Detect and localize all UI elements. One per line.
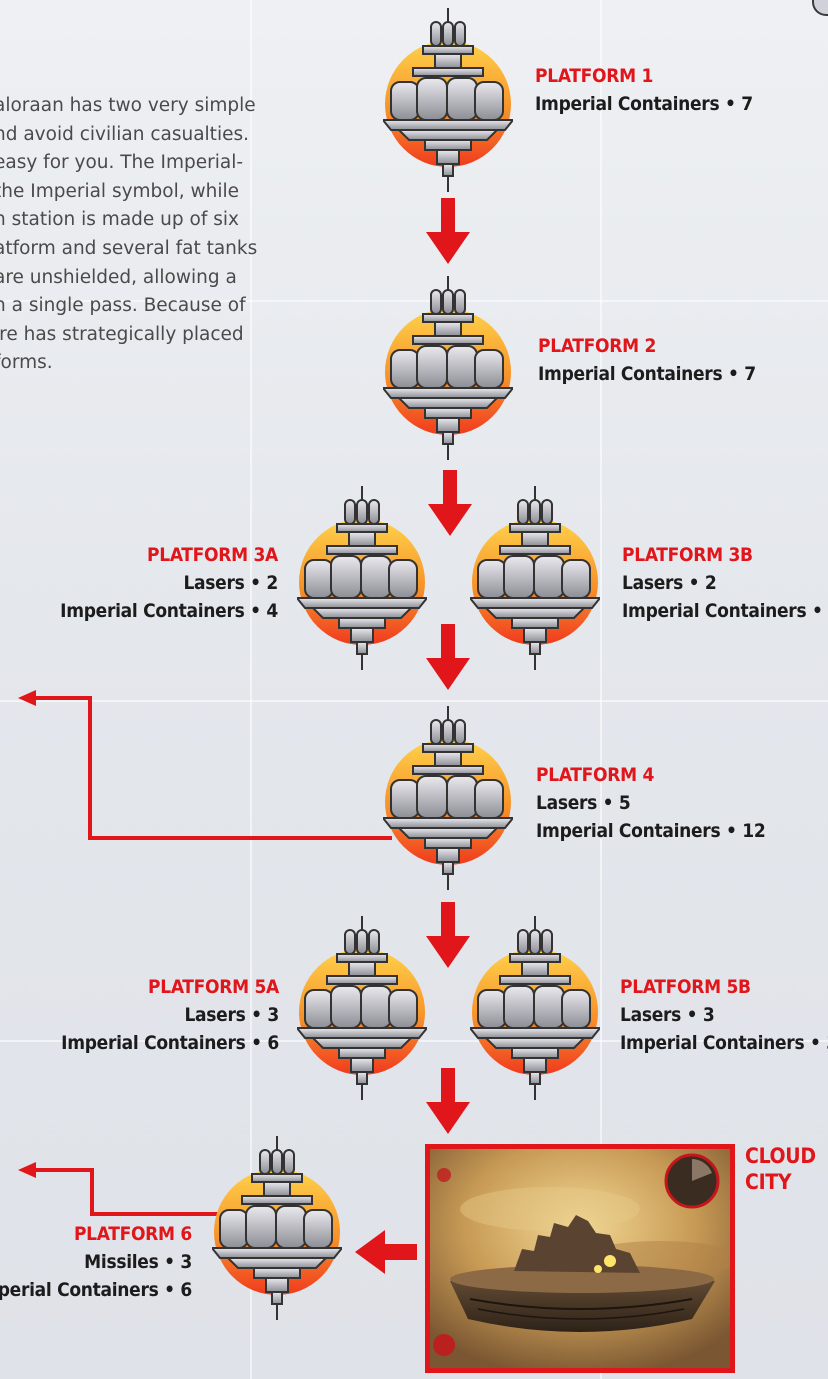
platform-5a-icon [297,916,427,1101]
platform-stat: Imperial Containers • 7 [535,93,753,115]
platform-title: PLATFORM 6 [73,1223,192,1245]
page-corner [812,0,828,16]
platform-title: PLATFORM 5A [148,976,279,998]
down-arrow-icon [426,198,470,264]
cloud-city-title: CITY [745,1170,792,1194]
platform-3b-icon [470,486,600,671]
intro-line: atform and several fat tanks [0,237,258,259]
platform-stat: Imperial Containers • 6 [61,1032,279,1054]
platform-5b-icon [470,916,600,1101]
platform-3a-icon [297,486,427,671]
platform-stat: Lasers • 2 [622,572,717,594]
intro-line: easy for you. The Imperial- [0,152,244,174]
down-arrow-icon [426,902,470,968]
cloud-city-scene-icon [430,1149,730,1368]
intro-line: the Imperial symbol, while [0,180,240,202]
cloud-city-title: CLOUD [745,1144,816,1168]
platform-stat: Imperial Containers • 6 [0,1279,192,1301]
intro-line: are unshielded, allowing a [0,266,237,288]
platform-stat: Imperial Containers • 3 [620,1032,828,1054]
cloud-city-label: CLOUD CITY [745,1143,816,1195]
platform-stat: Lasers • 2 [183,572,278,594]
platform-6-icon [212,1136,342,1321]
intro-line: nd avoid civilian casualties. [0,123,249,145]
platform-title: PLATFORM 2 [538,335,657,357]
platform-5b-label: PLATFORM 5B Lasers • 3 Imperial Containe… [620,973,828,1057]
platform-3b-label: PLATFORM 3B Lasers • 2 Imperial Containe… [622,541,828,625]
intro-line: ire has strategically placed [0,323,244,345]
intro-line: n a single pass. Because of [0,295,246,317]
intro-line: forms. [0,352,53,374]
platform-title: PLATFORM 3A [147,544,278,566]
intro-line: h station is made up of six [0,209,239,231]
platform-2-icon [383,276,513,461]
cloud-city-screenshot [425,1144,735,1373]
platform-stat: Imperial Containers • 6 [622,600,828,622]
platform-1-label: PLATFORM 1 Imperial Containers • 7 [535,62,753,118]
platform-title: PLATFORM 4 [536,764,655,786]
intro-line: aloraan has two very simple [0,95,256,116]
platform-1-icon [383,8,513,193]
platform-stat: Lasers • 3 [184,1004,279,1026]
platform-stat: Imperial Containers • 12 [536,820,766,842]
platform-6-label: PLATFORM 6 Missiles • 3 Imperial Contain… [0,1220,192,1304]
down-arrow-icon [426,1068,470,1134]
left-arrow-icon [355,1230,417,1274]
platform-stat: Missiles • 3 [84,1251,192,1273]
platform-stat: Lasers • 5 [536,792,631,814]
platform-5a-label: PLATFORM 5A Lasers • 3 Imperial Containe… [61,973,279,1057]
platform-stat: Imperial Containers • 4 [60,600,278,622]
platform-stat: Lasers • 3 [620,1004,715,1026]
platform-2-label: PLATFORM 2 Imperial Containers • 7 [538,332,756,388]
down-arrow-icon [428,470,472,536]
platform-3a-label: PLATFORM 3A Lasers • 2 Imperial Containe… [60,541,278,625]
platform-title: PLATFORM 3B [622,544,753,566]
intro-paragraph: aloraan has two very simple nd avoid civ… [0,92,299,378]
platform-4-label: PLATFORM 4 Lasers • 5 Imperial Container… [536,761,766,845]
platform-title: PLATFORM 1 [535,65,654,87]
platform-stat: Imperial Containers • 7 [538,363,756,385]
platform-title: PLATFORM 5B [620,976,751,998]
down-arrow-icon [426,624,470,690]
platform-4-icon [383,706,513,891]
